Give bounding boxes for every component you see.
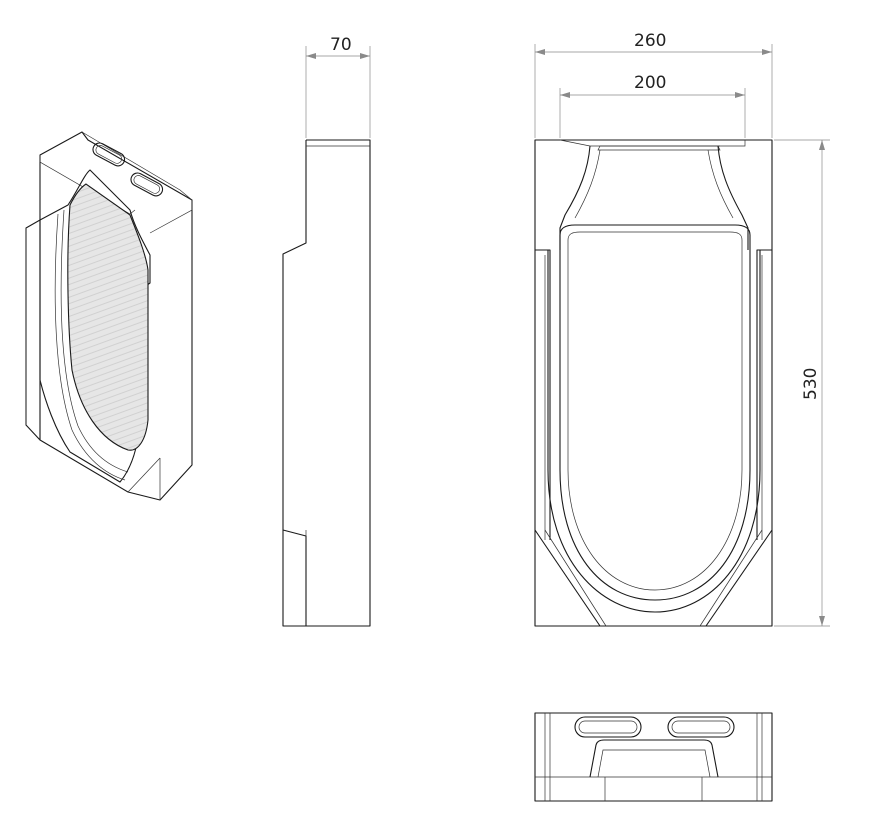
dimension-inner-width: 200 xyxy=(634,73,666,93)
dimension-outer-width: 260 xyxy=(634,31,666,51)
slot-left xyxy=(574,716,642,738)
dimension-height: 530 xyxy=(801,368,821,400)
dimension-thickness: 70 xyxy=(330,35,352,55)
side-view: 70 xyxy=(282,35,371,627)
isometric-view xyxy=(25,131,193,501)
slot-right xyxy=(667,716,735,738)
front-view: 260 200 530 xyxy=(534,31,830,627)
top-view xyxy=(534,712,773,802)
